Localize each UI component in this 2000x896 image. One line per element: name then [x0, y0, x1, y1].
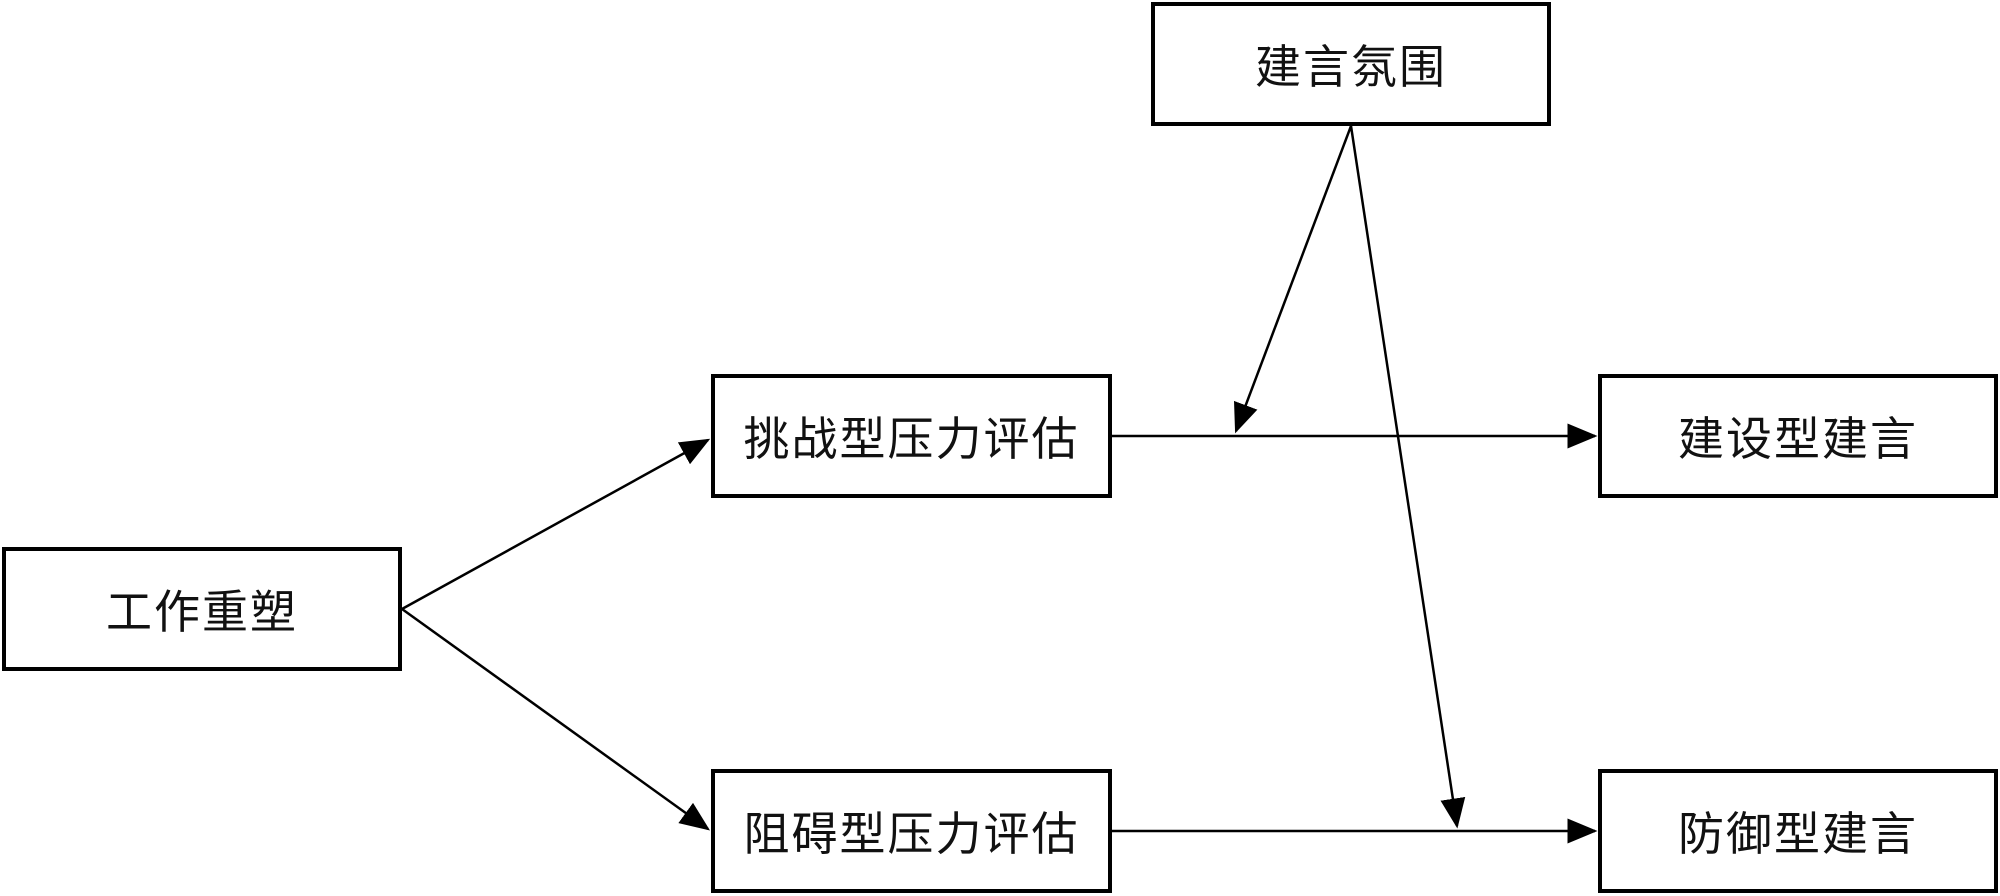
node-label: 挑战型压力评估: [743, 412, 1080, 466]
node-label: 建言氛围: [1255, 40, 1447, 94]
edge-voice-climate-moderates-hindrance-path: [1349, 125, 1466, 829]
node-challenge-stress: 挑战型压力评估: [711, 374, 1112, 498]
node-work-crafting: 工作重塑: [2, 547, 402, 671]
edge-work-crafting-to-hindrance: [401, 607, 711, 831]
node-label: 工作重塑: [106, 585, 298, 639]
edge-work-crafting-to-challenge: [401, 438, 711, 611]
node-prohibitive-voice: 防御型建言: [1598, 769, 1998, 893]
node-label: 阻碍型压力评估: [743, 807, 1080, 861]
node-promotive-voice: 建设型建言: [1598, 374, 1998, 498]
node-label: 防御型建言: [1678, 807, 1918, 861]
node-voice-climate: 建言氛围: [1151, 2, 1551, 126]
node-hindrance-stress: 阻碍型压力评估: [711, 769, 1112, 893]
edge-voice-climate-moderates-challenge-path: [1234, 125, 1353, 434]
node-label: 建设型建言: [1678, 412, 1918, 466]
